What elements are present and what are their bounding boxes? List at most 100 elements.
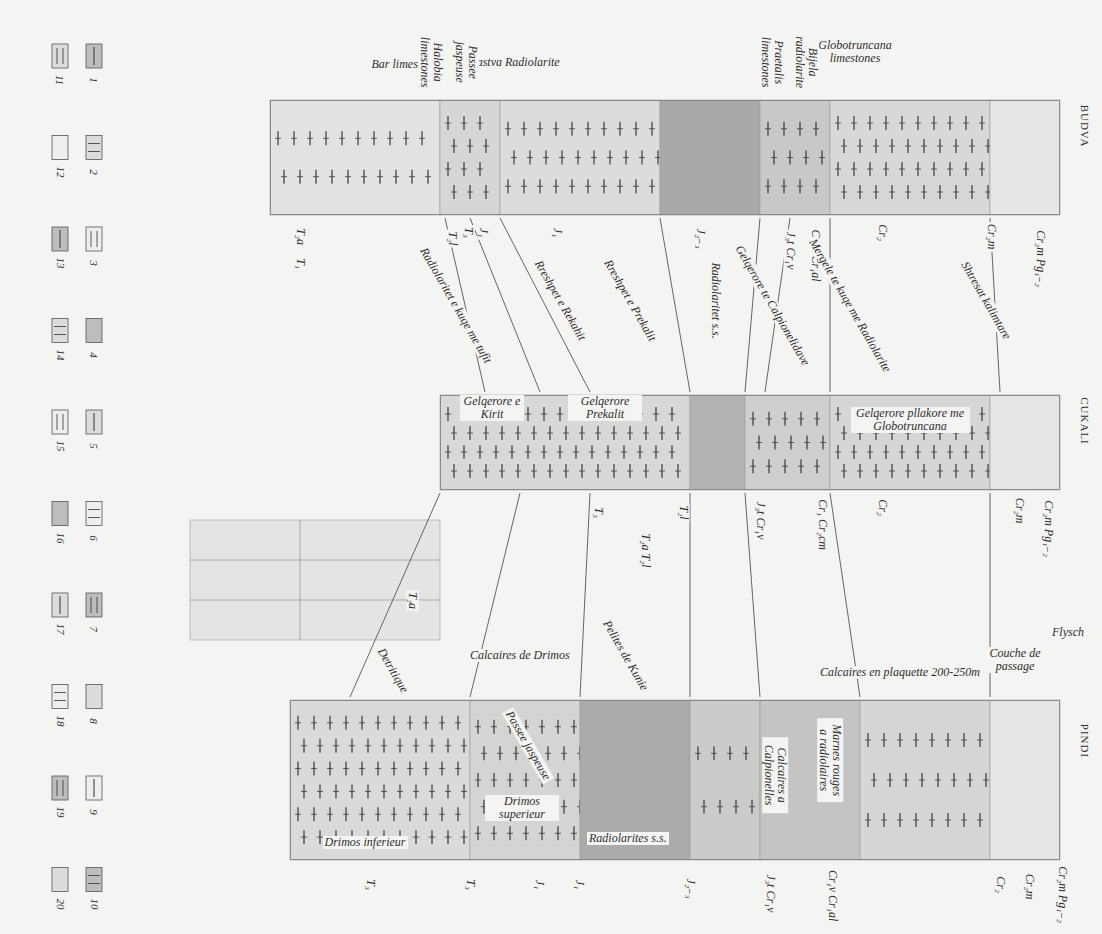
limestone-tick [451,433,457,434]
limestone-tick [301,837,307,838]
unit-label: Gelqerore Prekalit [568,395,642,421]
limestone-tick [749,806,755,807]
limestone-tick [527,157,533,158]
limestone-tick [561,753,567,754]
limestone-tick [531,471,537,472]
legend-number: 19 [54,807,66,818]
limestone-tick [345,176,351,177]
limestone-tick [963,452,969,453]
limestone-tick [814,418,820,419]
legend-pattern [52,136,68,160]
limestone-tick [513,753,519,754]
limestone-tick [349,745,355,746]
limestone-tick [291,138,297,139]
limestone-tick [455,768,461,769]
limestone-tick [771,157,777,158]
limestone-tick [343,722,349,723]
limestone-tick [499,433,505,434]
lithology-band [760,700,860,860]
limestone-tick [788,442,794,443]
unit-label: Passee jaspeuse [453,28,479,96]
limestone-tick [937,471,943,472]
limestone-tick [339,138,345,139]
limestone-tick [541,414,547,415]
limestone-tick [889,146,895,147]
limestone-tick [835,452,841,453]
limestone-tick [798,418,804,419]
limestone-tick [407,814,413,815]
legend-pattern [86,868,102,892]
limestone-tick [541,452,547,453]
legend-number: 15 [54,441,66,452]
unit-label: J₁ [533,877,546,891]
limestone-tick [391,768,397,769]
legend-number: 2 [88,169,100,175]
limestone-tick [461,123,467,124]
limestone-tick [563,471,569,472]
limestone-tick [475,726,481,727]
limestone-tick [969,192,975,193]
limestone-tick [797,186,803,187]
limestone-tick [307,138,313,139]
limestone-tick [701,806,707,807]
unit-label: Pelites de Kunie [598,616,651,694]
limestone-tick [772,442,778,443]
unit-label: Cr₂ [993,874,1006,895]
legend-number: 14 [54,349,66,360]
limestone-tick [477,169,483,170]
limestone-tick [945,740,951,741]
limestone-tick [639,157,645,158]
limestone-tick [475,833,481,834]
limestone-tick [899,169,905,170]
limestone-tick [913,820,919,821]
unit-label: Cr₂m Pg₁₋₂ [1033,228,1046,289]
legend-pattern [91,597,92,613]
limestone-tick [311,768,317,769]
correlation-line [500,218,590,392]
lithology-band [745,395,830,490]
lithology-band [990,395,1060,490]
legend-number: 12 [54,166,66,177]
lithology-band [270,100,440,215]
limestone-tick [515,471,521,472]
limestone-tick [539,726,545,727]
limestone-tick [451,146,457,147]
limestone-tick [375,768,381,769]
limestone-tick [897,820,903,821]
limestone-tick [579,433,585,434]
limestone-tick [543,157,549,158]
limestone-tick [611,471,617,472]
unit-label: Lastva Radiolarite [468,56,562,69]
limestone-tick [359,768,365,769]
legend-pattern [86,227,102,251]
limestone-tick [481,753,487,754]
limestone-tick [961,820,967,821]
limestone-tick [750,418,756,419]
limestone-tick [643,471,649,472]
limestone-tick [371,138,377,139]
limestone-tick [475,780,481,781]
limestone-tick [381,745,387,746]
legend-pattern [88,883,100,884]
correlation-line [470,493,520,697]
unit-label: J₁ [573,877,586,891]
limestone-tick [467,192,473,193]
limestone-tick [555,780,561,781]
limestone-tick [505,128,511,129]
unit-label: Calcaires de Drimos [468,649,572,662]
limestone-tick [605,452,611,453]
limestone-tick [669,414,675,415]
limestone-tick [429,745,435,746]
unit-label: J₂₋₃ [693,226,706,250]
limestone-tick [887,780,893,781]
limestone-tick [883,123,889,124]
limestone-tick [515,433,521,434]
legend-number: 20 [54,898,66,909]
legend-pattern [86,502,102,526]
legend-pattern [54,326,66,327]
limestone-tick [851,452,857,453]
limestone-tick [423,768,429,769]
lithology-band [440,100,500,215]
limestone-tick [814,466,820,467]
limestone-tick [317,791,323,792]
